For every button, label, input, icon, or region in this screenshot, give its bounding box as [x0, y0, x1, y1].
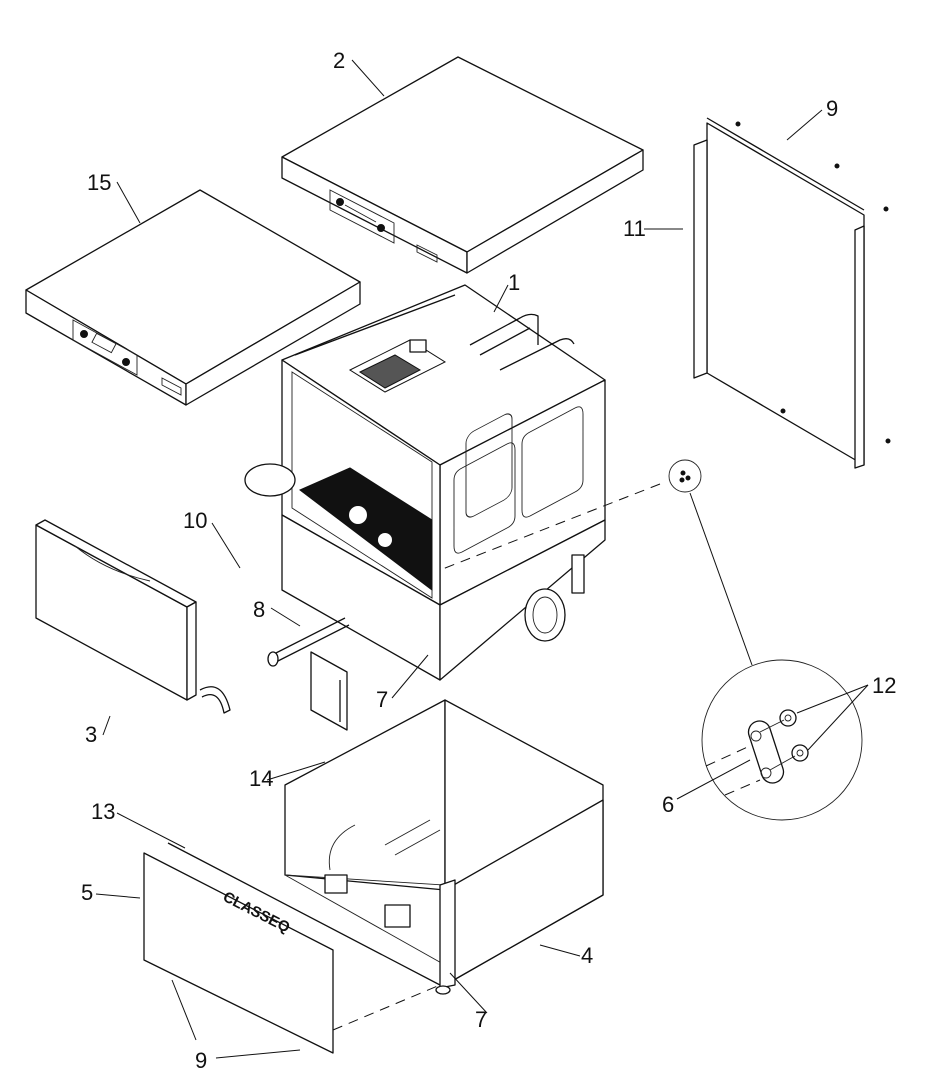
callout-2: 2	[333, 48, 345, 73]
detail-source-circle	[668, 459, 702, 493]
access-cover-14	[310, 651, 348, 731]
callout-9-bottom: 9	[195, 1048, 207, 1073]
callout-labels: 2 15 1 11 9 10 8 7 14 3 13 5 4 7 9 6 12	[81, 48, 896, 1073]
door-3	[35, 519, 231, 714]
callout-7-lower: 7	[475, 1007, 487, 1032]
spray-tube-8	[267, 617, 350, 667]
callout-11: 11	[623, 216, 646, 241]
callout-13: 13	[91, 799, 115, 824]
main-body-1	[244, 284, 606, 681]
top-panel-2	[281, 56, 644, 274]
callout-5: 5	[81, 880, 93, 905]
callout-7-upper: 7	[376, 687, 388, 712]
base-frame-4	[284, 699, 604, 995]
detail-view-circle	[701, 659, 863, 821]
callout-3: 3	[85, 722, 97, 747]
callout-9-top: 9	[826, 96, 838, 121]
callout-6: 6	[662, 792, 674, 817]
callout-4: 4	[581, 943, 593, 968]
rear-panel-11	[693, 117, 891, 469]
callout-8: 8	[253, 597, 265, 622]
top-panel-15	[25, 189, 361, 406]
callout-10: 10	[183, 508, 207, 533]
callout-1: 1	[508, 270, 520, 295]
callout-14: 14	[249, 766, 273, 791]
callout-12: 12	[872, 673, 896, 698]
leader-lines	[95, 59, 869, 1059]
callout-15: 15	[87, 170, 111, 195]
